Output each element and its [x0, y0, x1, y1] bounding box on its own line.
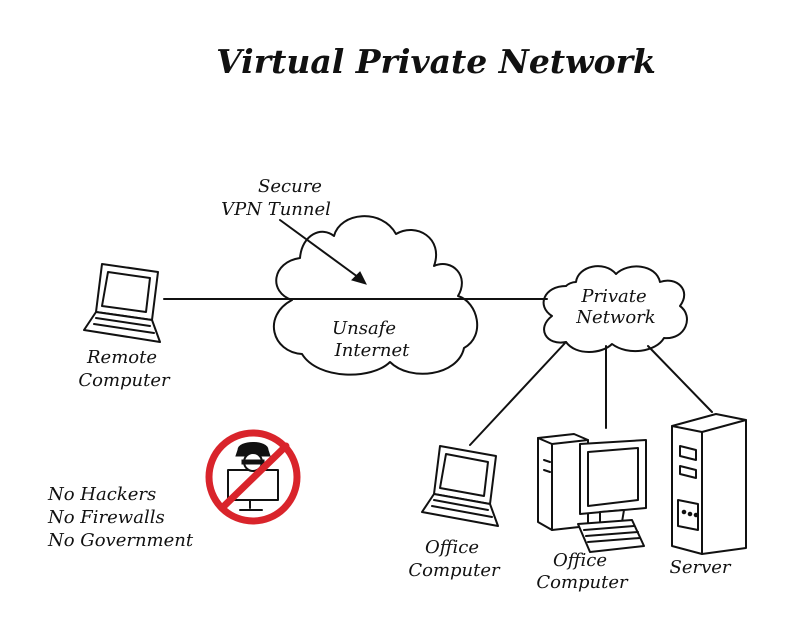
internet-label-line1: Unsafe — [332, 318, 396, 339]
office2-label-line1: Office — [553, 550, 607, 571]
no-government-text: No Government — [47, 530, 194, 551]
private-network-cloud — [542, 265, 688, 353]
diagram-title: Virtual Private Network — [216, 42, 656, 81]
no-firewalls-text: No Firewalls — [47, 507, 165, 528]
remote-label-line1: Remote — [86, 347, 157, 368]
unsafe-internet-cloud — [273, 215, 479, 376]
tunnel-arrow — [279, 219, 367, 285]
private-label-line2: Network — [575, 307, 655, 328]
internet-label-line2: Internet — [334, 340, 410, 361]
link-server — [647, 345, 713, 413]
prohibition-sign-icon — [205, 429, 301, 525]
remote-laptop-icon — [83, 263, 161, 343]
office2-label-line2: Computer — [536, 572, 629, 593]
tunnel-label-line2: VPN Tunnel — [221, 199, 331, 220]
office1-label-line2: Computer — [408, 560, 501, 581]
no-hackers-text: No Hackers — [47, 484, 156, 505]
server-icon — [671, 413, 747, 555]
server-label: Server — [669, 557, 731, 578]
remote-label-line2: Computer — [78, 370, 171, 391]
office1-label-line1: Office — [425, 537, 479, 558]
link-office-computer-1 — [469, 341, 567, 446]
tunnel-label-line1: Secure — [258, 176, 322, 197]
office-laptop-icon — [421, 445, 499, 527]
private-label-line1: Private — [580, 286, 646, 307]
desktop-computer-icon — [537, 433, 647, 553]
